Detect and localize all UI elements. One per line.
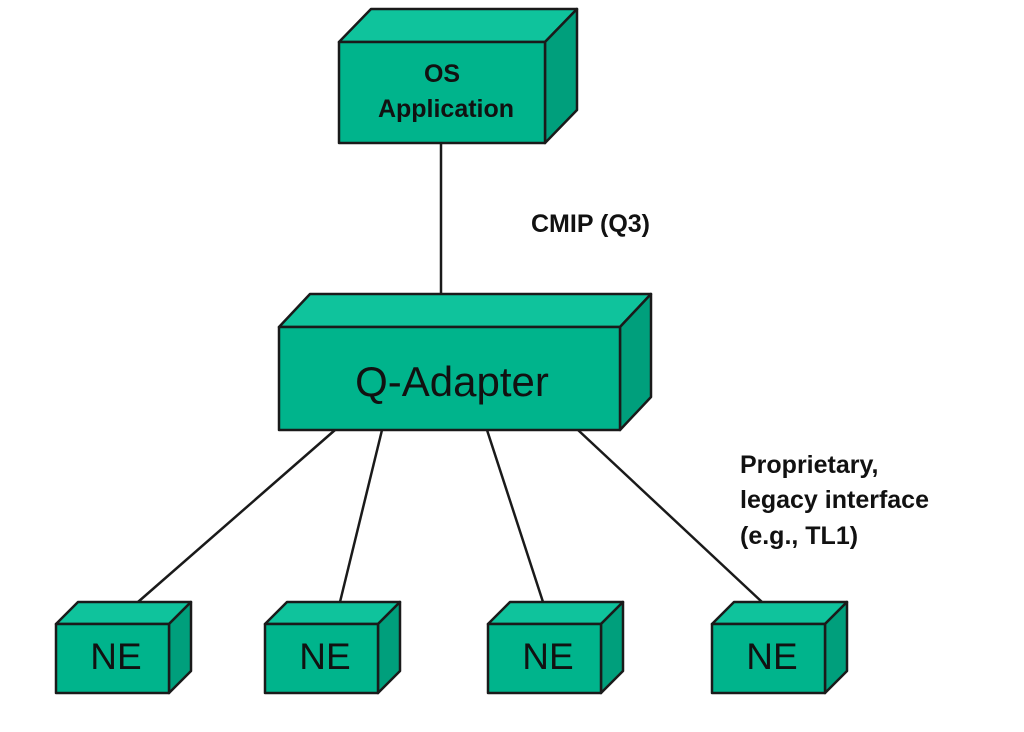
ne-box-1-label: NE xyxy=(90,636,141,677)
os-application-box-top xyxy=(337,7,579,44)
q-adapter-box-top xyxy=(277,292,653,329)
ne-box-1-front xyxy=(54,622,171,695)
edge-q-adapter-to-ne-1 xyxy=(137,429,336,603)
q-adapter-box-front xyxy=(277,325,622,432)
ne-box-4: NE xyxy=(710,600,849,695)
ne-box-4-front xyxy=(710,622,827,695)
legacy-interface-label-line-1: Proprietary, xyxy=(740,451,878,479)
ne-box-3: NE xyxy=(486,600,625,695)
ne-box-2-label: NE xyxy=(299,636,350,677)
edge-q-adapter-to-ne-4 xyxy=(577,429,763,603)
q-adapter-label: Q-Adapter xyxy=(355,358,549,405)
ne-box-4-label: NE xyxy=(746,636,797,677)
ne-box-3-front xyxy=(486,622,603,695)
os-application-label-line-1: OS xyxy=(424,60,460,88)
edge-q-adapter-to-ne-3 xyxy=(485,429,545,603)
legacy-interface-label-line-3: (e.g., TL1) xyxy=(740,522,858,550)
q-adapter-box: Q-Adapter xyxy=(277,292,653,432)
os-application-box: OS Application xyxy=(337,7,579,145)
legacy-interface-annotation: Proprietary, legacy interface (e.g., TL1… xyxy=(740,451,929,550)
legacy-interface-label-line-2: legacy interface xyxy=(740,486,929,514)
ne-box-2: NE xyxy=(263,600,402,695)
os-application-box-front xyxy=(337,40,547,145)
ne-box-2-front xyxy=(263,622,380,695)
edge-q-adapter-to-ne-2 xyxy=(338,429,384,603)
cmip-q3-label: CMIP (Q3) xyxy=(531,210,650,238)
os-application-label-line-2: Application xyxy=(378,95,514,123)
ne-box-3-label: NE xyxy=(522,636,573,677)
ne-box-1: NE xyxy=(54,600,193,695)
